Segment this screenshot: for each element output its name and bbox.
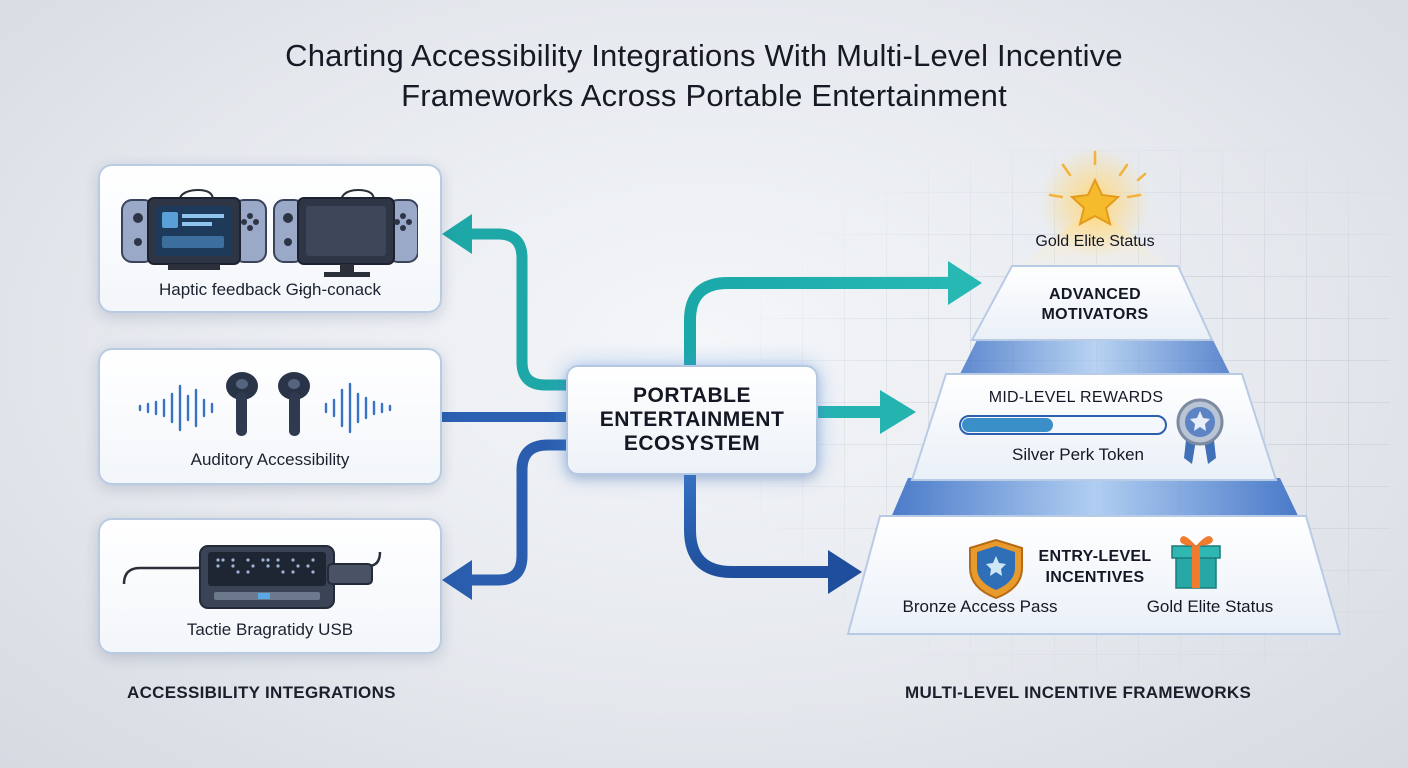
arrowhead-mid: [880, 390, 916, 434]
band-upper: [958, 338, 1232, 378]
arrowhead-entry: [828, 550, 862, 594]
band-lower: [890, 478, 1300, 520]
arrowhead-braille: [442, 560, 472, 600]
haptic-card-label: Haptic feedback Gɨgh-conack: [158, 280, 382, 299]
haptic-card[interactable]: Haptic feedback Gɨgh-conack: [98, 164, 442, 313]
braille-card[interactable]: Tactie Bragratidy USB: [98, 518, 442, 654]
gift-box-icon: [1171, 536, 1221, 589]
entry-line-1: ENTRY-LEVEL: [1038, 548, 1152, 565]
advanced-line-2: MOTIVATORS: [1041, 306, 1149, 323]
silver-perk-label: Silver Perk Token: [1012, 445, 1144, 464]
braille-card-label: Tactie Bragratidy USB: [186, 620, 354, 639]
silver-medal-icon: [1176, 398, 1224, 464]
hub-ecosystem-box[interactable]: PORTABLE ENTERTAINMENT ECOSYSTEM: [566, 365, 818, 475]
star-sparkles: [1048, 150, 1147, 199]
title-line-1: Charting Accessibility Integrations With…: [285, 38, 1123, 73]
hub-line-3: ECOSYSTEM: [623, 432, 761, 455]
entry-line-2: INCENTIVES: [1045, 569, 1145, 586]
auditory-card[interactable]: Auditory Accessibility: [98, 348, 442, 485]
progress-fill: [962, 418, 1053, 432]
arrow-to-haptic: [470, 228, 566, 391]
top-tier-label: Gold Elite Status: [1035, 233, 1155, 250]
title-line-2: Frameworks Across Portable Entertainment: [401, 78, 1007, 113]
arrow-to-braille: [470, 439, 566, 586]
arrow-to-entry: [684, 471, 828, 578]
bronze-pass-label: Bronze Access Pass: [902, 597, 1058, 616]
earbuds-icon: [138, 372, 392, 436]
gold-status-label: Gold Elite Status: [1146, 597, 1274, 616]
arrowhead-haptic: [442, 214, 472, 254]
hub-line-1: PORTABLE: [633, 384, 751, 407]
advanced-motivators-label: ADVANCED MOTIVATORS: [1012, 285, 1178, 325]
bronze-badge-icon: [969, 538, 1023, 600]
auditory-card-label: Auditory Accessibility: [190, 450, 350, 469]
entry-level-label: ENTRY-LEVEL INCENTIVES: [1020, 546, 1170, 588]
advanced-line-1: ADVANCED: [1049, 286, 1141, 303]
gold-star-icon: [1069, 177, 1121, 226]
arrow-to-advanced: [684, 277, 950, 365]
page-title: Charting Accessibility Integrations With…: [0, 36, 1408, 116]
mid-level-title: MID-LEVEL REWARDS: [988, 389, 1164, 406]
left-section-heading: ACCESSIBILITY INTEGRATIONS: [127, 683, 396, 702]
handheld-console-icon: [121, 188, 418, 277]
braille-display-icon: [122, 545, 382, 609]
arrowhead-advanced: [948, 261, 982, 305]
hub-line-2: ENTERTAINMENT: [599, 408, 785, 431]
right-section-heading: MULTI-LEVEL INCENTIVE FRAMEWORKS: [905, 683, 1252, 702]
tier-advanced: [970, 265, 1214, 341]
